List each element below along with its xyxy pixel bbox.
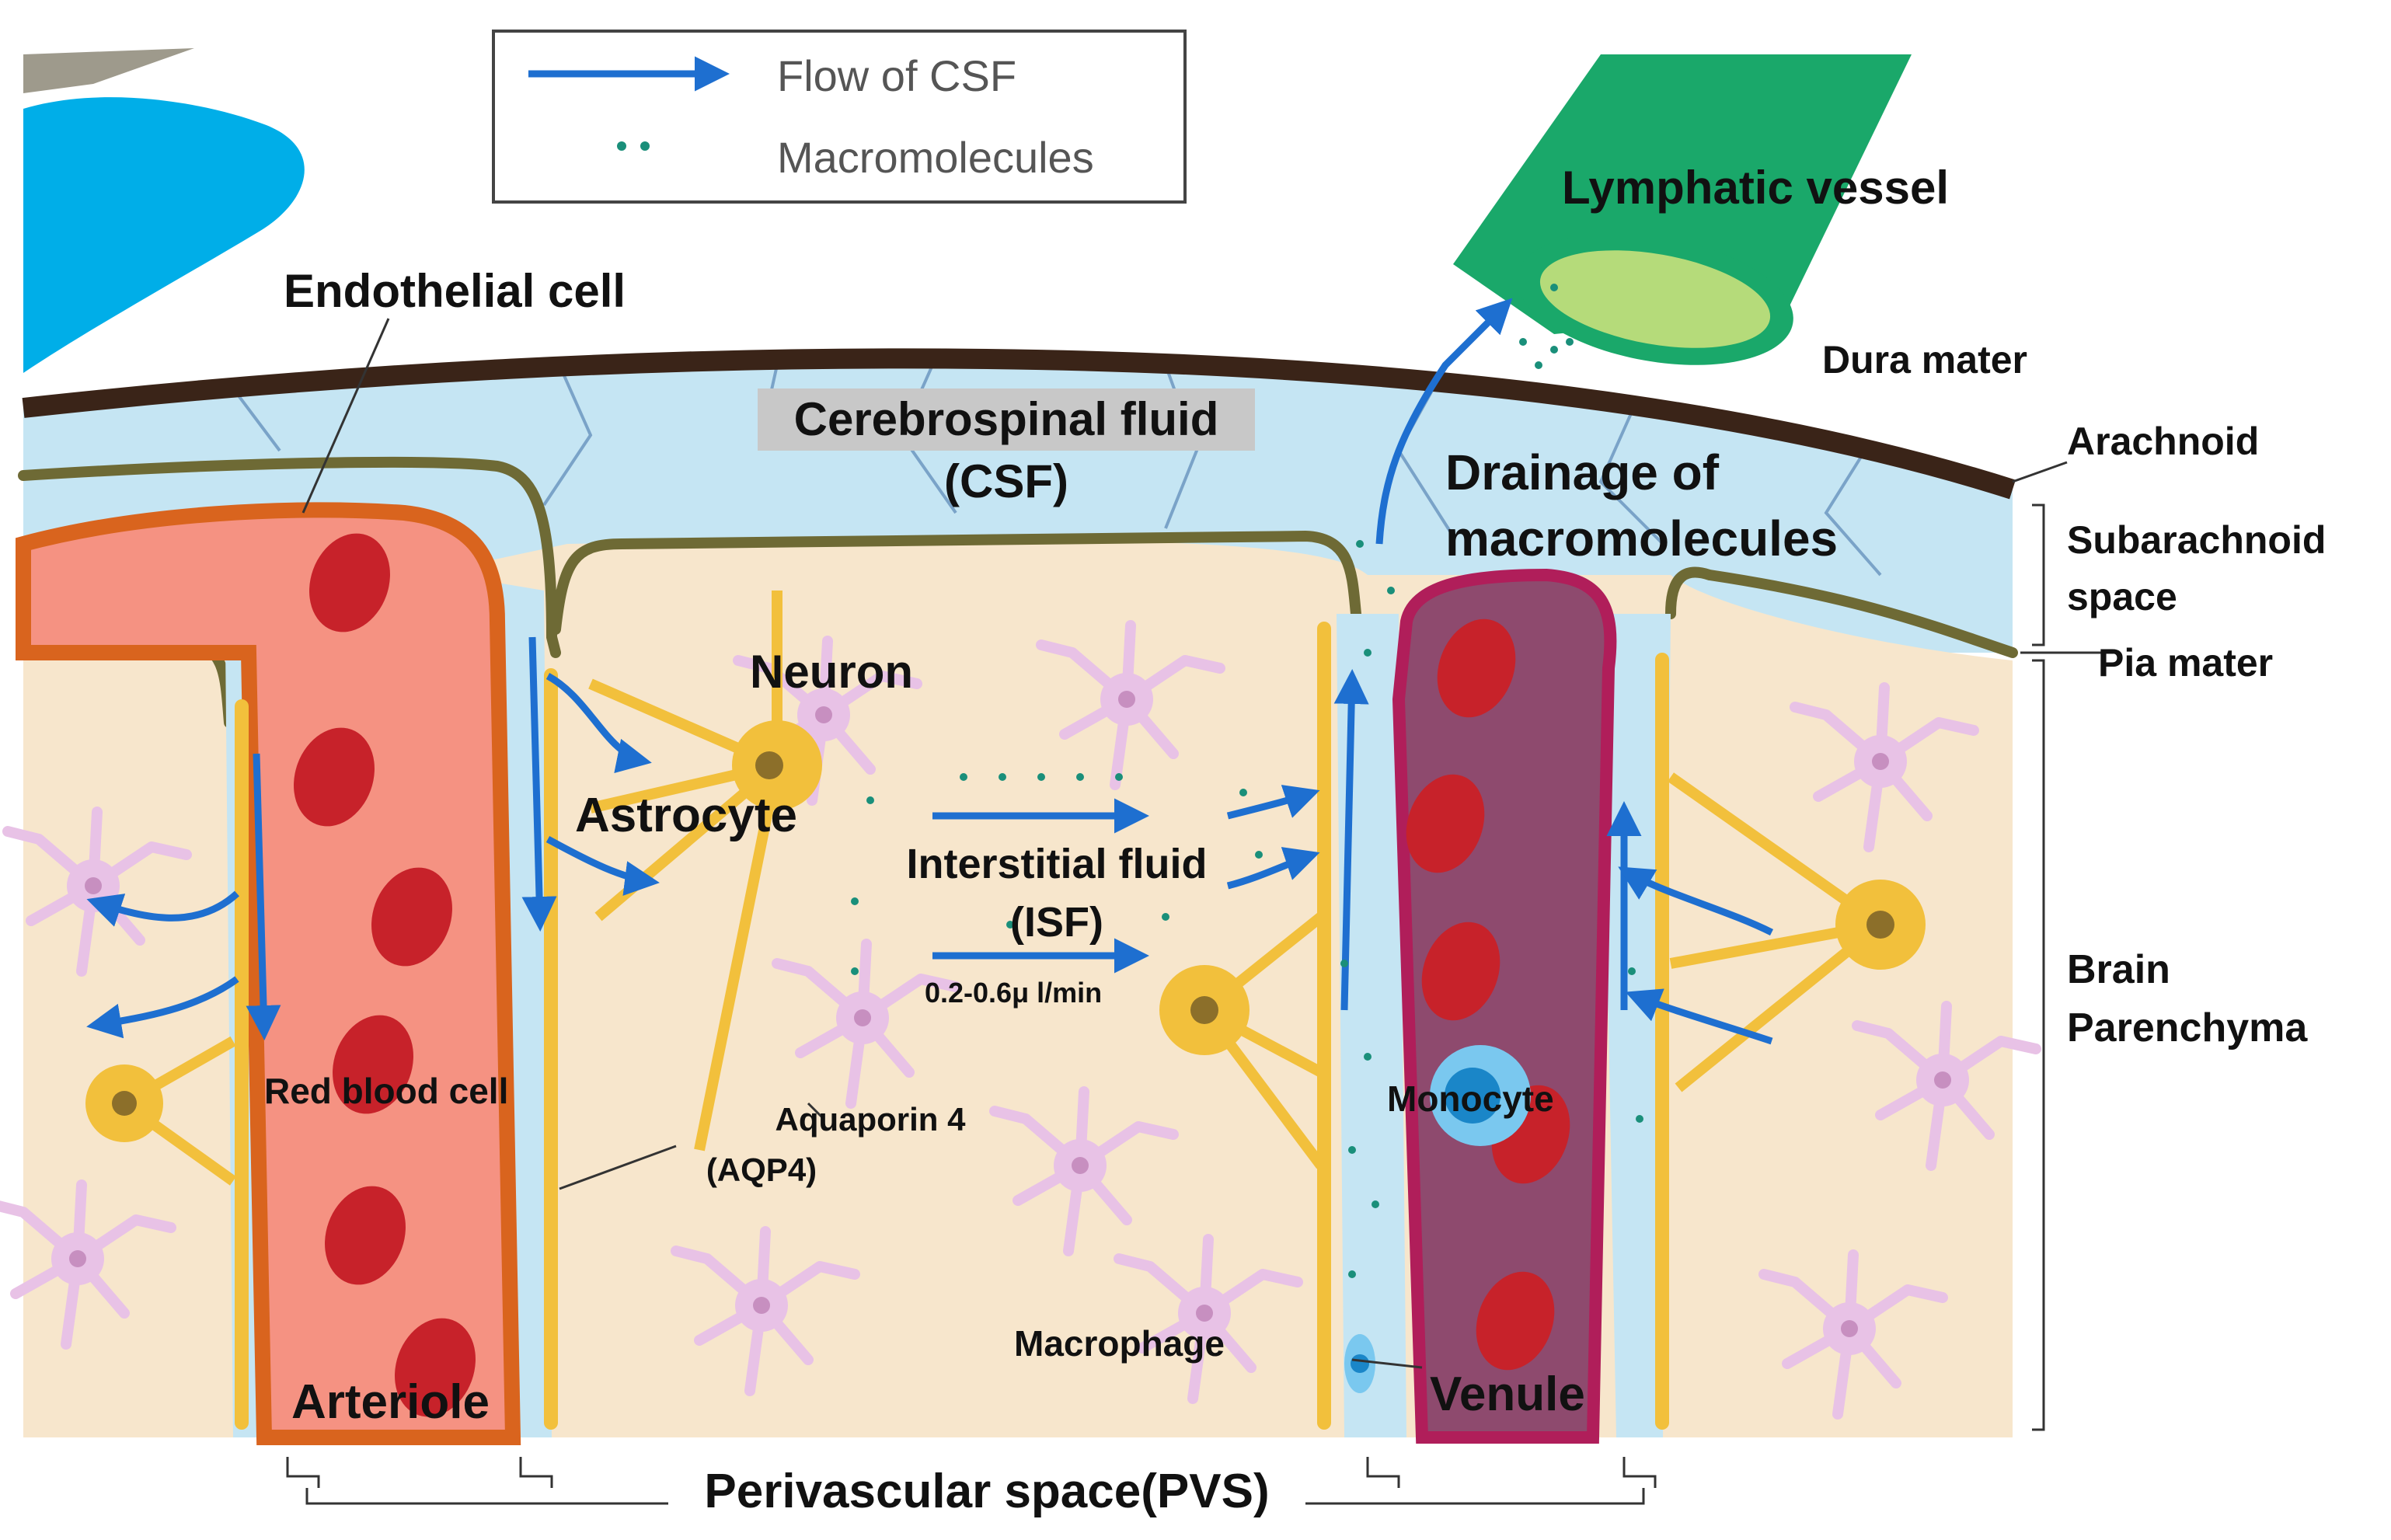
leader-lines	[301, 318, 2114, 1369]
drainage-label-line1: Drainage of	[1445, 444, 1720, 500]
pia-mater-label: Pia mater	[2098, 641, 2273, 685]
astrocyte-endfeet	[235, 622, 1669, 1430]
pvs-label: Perivascular space(PVS)	[704, 1465, 1269, 1518]
red-blood-cell-label: Red blood cell	[264, 1071, 508, 1111]
neuron-label: Neuron	[750, 646, 913, 698]
isf-label-line1: Interstitial fluid	[906, 841, 1207, 887]
lymphatic-vessel-label: Lymphatic vessel	[1562, 162, 1949, 214]
isf-label-line2: (ISF)	[1010, 899, 1103, 946]
dura-mater-label: Dura mater	[1822, 338, 2027, 382]
csf-label-line1: Cerebrospinal fluid	[794, 393, 1219, 445]
arteriole-rbc-group	[294, 533, 476, 1417]
aqp4-label-line1: Aquaporin 4	[775, 1101, 966, 1138]
legend-flow-label: Flow of CSF	[777, 51, 1016, 100]
gray-strip	[23, 48, 194, 93]
brain-label-line1: Brain	[2067, 947, 2170, 992]
drainage-label-line2: macromolecules	[1445, 510, 1838, 566]
csf-label-line2: (CSF)	[944, 455, 1068, 507]
brain-label-line2: Parenchyma	[2067, 1005, 2308, 1050]
brace-lines	[286, 503, 2045, 1505]
arachnoid-label: Arachnoid	[2067, 420, 2259, 463]
dura-mater-line	[22, 348, 2016, 500]
venule-label: Venule	[1430, 1368, 1585, 1421]
aqp4-label-line2: (AQP4)	[706, 1152, 817, 1188]
astrocyte-label: Astrocyte	[575, 789, 797, 842]
macrophage-cell	[1344, 1334, 1375, 1393]
endothelial-cell-label: Endothelial cell	[284, 265, 626, 317]
monocyte-cell	[1430, 1045, 1531, 1146]
subarachnoid-label-line2: space	[2067, 575, 2177, 618]
legend-box	[492, 30, 1187, 204]
subarachnoid-label-line1: Subarachnoid	[2067, 518, 2326, 562]
ventricle-shape	[23, 97, 305, 373]
lymphatic-vessel-shape	[1453, 54, 1912, 365]
csf-label-bg	[758, 388, 1255, 451]
macromolecule-dots	[851, 284, 1643, 1278]
legend-macro-label: Macromolecules	[777, 133, 1094, 182]
monocyte-label: Monocyte	[1387, 1078, 1554, 1119]
astrocyte-group	[85, 591, 1926, 1186]
macrophage-label: Macrophage	[1014, 1323, 1225, 1364]
isf-rate-label: 0.2-0.6μ l/min	[925, 977, 1102, 1009]
pia-mater-line	[18, 456, 2018, 728]
csf-flow-arrows	[86, 298, 1774, 1045]
arteriole-label: Arteriole	[291, 1375, 490, 1429]
